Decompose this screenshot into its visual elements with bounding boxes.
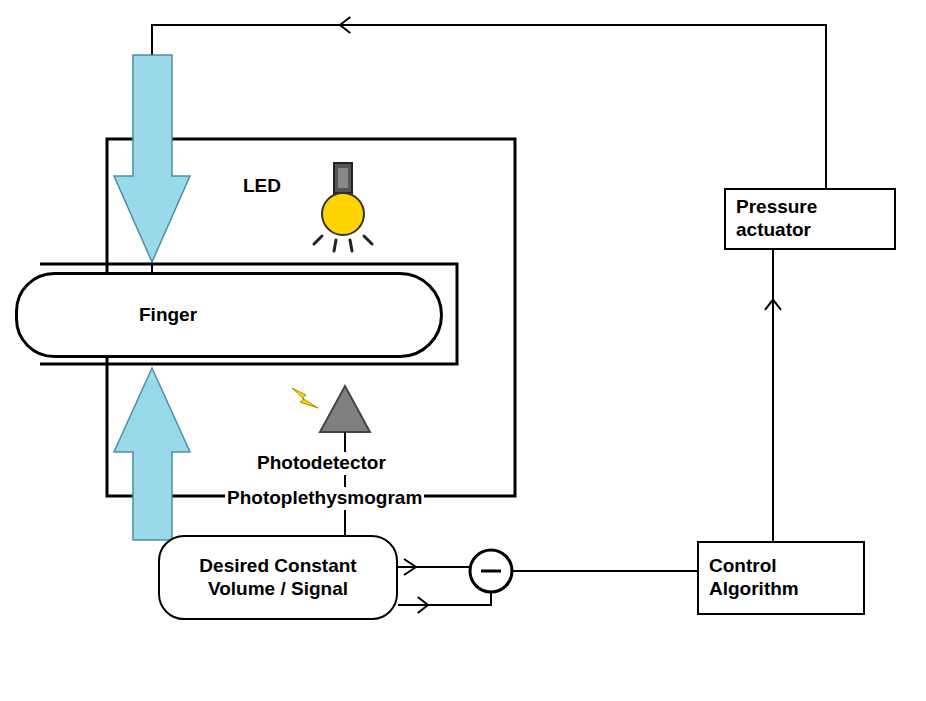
comparator-circle xyxy=(470,550,512,592)
component-label: LED xyxy=(241,175,283,198)
signal-connector xyxy=(398,571,697,613)
photodetector-symbol xyxy=(320,386,370,432)
led-symbol xyxy=(314,163,372,251)
pressure-arrow-top xyxy=(114,55,190,262)
signal-connector xyxy=(765,250,781,541)
light-bolt xyxy=(292,388,318,408)
signal-arrow xyxy=(404,559,416,575)
pressure-arrow-bottom xyxy=(114,368,190,540)
node-text: Pressure actuator xyxy=(736,196,884,242)
input-box: Desired Constant Volume / Signal xyxy=(158,535,398,620)
node-text: Finger xyxy=(139,304,430,327)
node-text: Control Algorithm xyxy=(709,555,853,601)
component-label: Photodetector xyxy=(255,452,388,475)
process-box: Control Algorithm xyxy=(697,541,865,615)
signal-label: Photoplethysmogram xyxy=(225,487,424,510)
node-text: Desired Constant Volume / Signal xyxy=(174,555,382,601)
finger-shape: Finger xyxy=(15,272,443,358)
minus-sign xyxy=(481,570,501,573)
process-box: Pressure actuator xyxy=(724,188,896,250)
